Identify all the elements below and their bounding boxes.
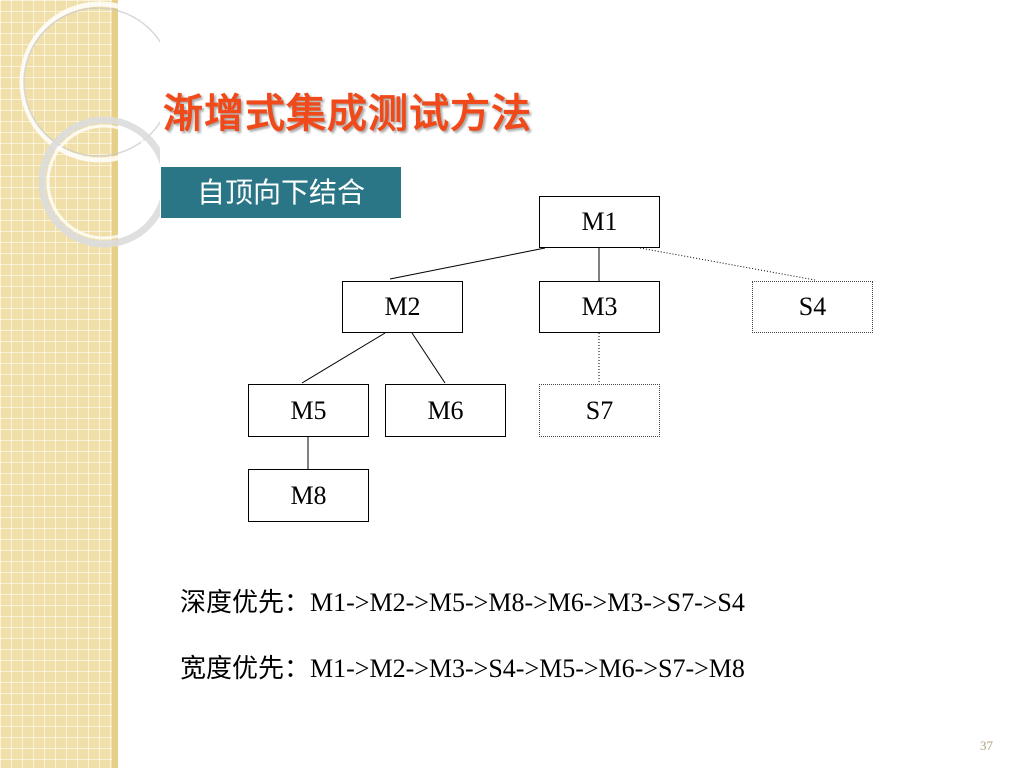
decorative-circle-large — [19, 1, 160, 163]
node-s7: S7 — [539, 384, 660, 437]
node-m6: M6 — [385, 384, 506, 437]
dfs-order-sequence: M1->M2->M5->M8->M6->M3->S7->S4 — [310, 588, 745, 617]
slide-title: 渐增式集成测试方法 — [163, 91, 532, 137]
page-number: 37 — [980, 738, 993, 753]
edge-m2-m6 — [411, 332, 446, 384]
node-m2: M2 — [342, 281, 463, 333]
node-m8: M8 — [248, 469, 369, 522]
bfs-order-sequence: M1->M2->M3->S4->M5->M6->S7->M8 — [310, 654, 745, 683]
edge-m2-m5 — [301, 332, 386, 384]
decorative-circle-small-inner — [46, 124, 160, 240]
node-m3: M3 — [539, 281, 660, 333]
bfs-order-label: 宽度优先： — [180, 654, 311, 683]
edge-m1-s4 — [639, 247, 816, 281]
node-m1: M1 — [539, 196, 660, 248]
dfs-order-line: 深度优先：M1->M2->M5->M8->M6->M3->S7->S4 — [180, 582, 745, 619]
bfs-order-line: 宽度优先：M1->M2->M3->S4->M5->M6->S7->M8 — [180, 648, 745, 685]
decorative-circle-small — [38, 116, 160, 248]
section-label: 自顶向下结合 — [161, 167, 401, 218]
node-s4: S4 — [752, 281, 873, 333]
node-m5: M5 — [248, 384, 369, 437]
edge-m1-m2 — [389, 247, 546, 280]
dfs-order-label: 深度优先： — [180, 588, 311, 617]
decorative-circles — [19, 1, 160, 248]
decorative-strip-edge — [112, 0, 118, 768]
decorative-circle-large-shade — [23, 7, 160, 157]
